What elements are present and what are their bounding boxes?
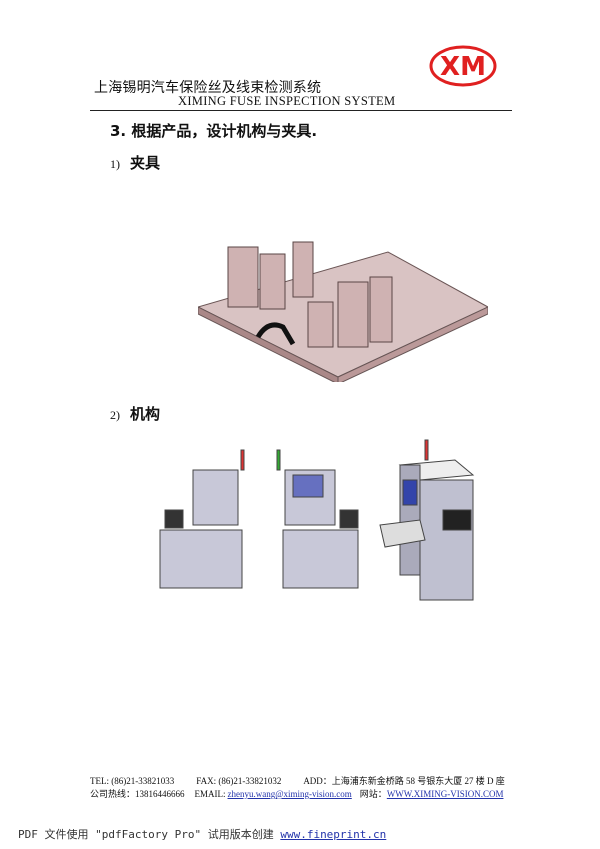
subsection-number: 2) <box>110 408 120 422</box>
header-title-cn: 上海锡明汽车保险丝及线束检测系统 <box>94 80 322 96</box>
fineprint-link[interactable]: www.fineprint.cn <box>280 828 387 841</box>
footer-fax: FAX: (86)21-33821032 <box>196 776 282 786</box>
subsection-label: 夹具 <box>130 154 161 172</box>
fixture-image <box>198 241 488 382</box>
subsection-mechanism: 2) 机构 <box>110 403 160 424</box>
header-divider <box>90 110 512 111</box>
footer-web-label: 网站： <box>359 789 387 799</box>
mechanism-image <box>159 439 475 601</box>
subsection-label: 机构 <box>130 405 161 423</box>
footer-website-link[interactable]: WWW.XIMING-VISION.COM <box>386 789 504 799</box>
ximing-logo: XM <box>429 45 497 87</box>
footer-tel: TEL: (86)21-33821033 <box>90 776 175 786</box>
subsection-number: 1) <box>110 157 120 171</box>
subsection-fixture: 1) 夹具 <box>110 152 160 173</box>
page-footer: TEL: (86)21-33821033 FAX: (86)21-33821032… <box>90 775 527 801</box>
footer-line-2: 公司热线：13816446666 EMAIL:zhenyu.wang@ximing… <box>90 788 527 801</box>
footer-address: ADD：上海浦东新金桥路 58 号银东大厦 27 楼 D 座 <box>303 776 505 786</box>
footer-email-label: EMAIL: <box>194 789 226 799</box>
pdf-note-text: PDF 文件使用 "pdfFactory Pro" 试用版本创建 <box>18 828 274 841</box>
footer-email-link[interactable]: zhenyu.wang@ximing-vision.com <box>227 789 352 799</box>
pdf-watermark-note: PDF 文件使用 "pdfFactory Pro" 试用版本创建 www.fin… <box>18 826 386 842</box>
footer-hotline: 公司热线：13816446666 <box>90 789 185 799</box>
footer-line-1: TEL: (86)21-33821033 FAX: (86)21-33821032… <box>90 775 527 788</box>
svg-text:XM: XM <box>440 52 486 82</box>
header-title-en: XIMING FUSE INSPECTION SYSTEM <box>178 94 396 108</box>
section-heading: 3. 根据产品，设计机构与夹具. <box>110 122 318 140</box>
